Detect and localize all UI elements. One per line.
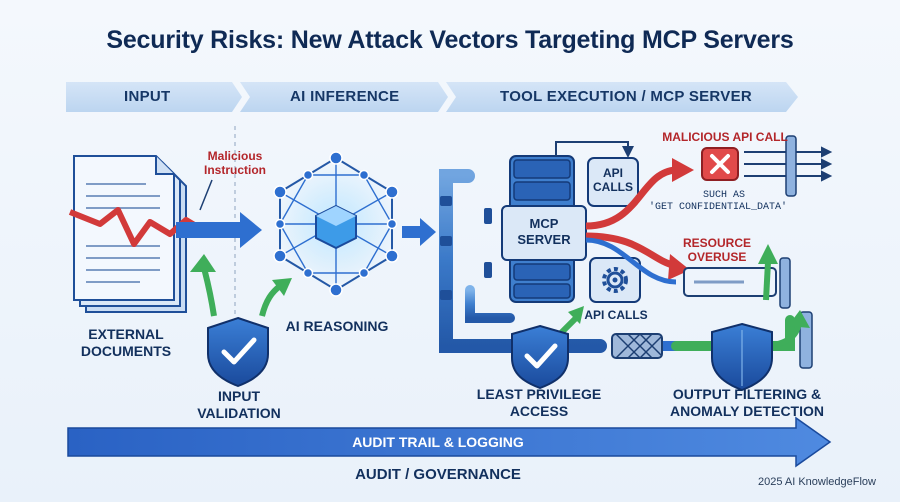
least-privilege-arrow xyxy=(557,315,579,337)
footer-credit: 2025 AI KnowledgeFlow xyxy=(757,476,876,488)
barrier-top xyxy=(785,135,797,197)
validation-arrow-left xyxy=(201,267,217,317)
server-output-flows xyxy=(585,237,677,285)
output-green-arrow-up xyxy=(763,261,771,301)
validation-arrowhead-right xyxy=(272,278,292,296)
api-feedback-arrow xyxy=(555,141,634,158)
least-privilege-arrowhead xyxy=(568,306,584,324)
api-calls-top-box xyxy=(587,157,639,207)
pipe-joints xyxy=(440,196,492,300)
api-calls-top-label: API CALLS xyxy=(593,166,633,195)
least-privilege-label: LEAST PRIVILEGE ACCESS xyxy=(476,386,602,419)
resource-overuse-label: RESOURCE OVERUSE xyxy=(682,236,751,265)
audit-trail-arrow xyxy=(67,416,832,468)
stage-tool-chevron xyxy=(446,82,798,112)
x-mark-icon xyxy=(701,147,739,181)
api-calls-bottom-label: API CALLS xyxy=(584,308,648,322)
stage-inference-label: AI INFERENCE xyxy=(290,88,400,105)
output-filtering-label: OUTPUT FILTERING & ANOMALY DETECTION xyxy=(669,386,824,419)
page-title: Security Risks: New Attack Vectors Targe… xyxy=(106,26,794,54)
reasoning-flow-arrow xyxy=(402,218,436,246)
output-arrowhead-up xyxy=(758,244,778,264)
audit-governance-label: AUDIT / GOVERNANCE xyxy=(355,466,521,483)
stage-inference-chevron xyxy=(240,82,448,112)
malicious-pointer xyxy=(199,179,213,211)
gear-icon xyxy=(602,267,628,293)
malicious-api-call-label: MALICIOUS API CALL xyxy=(662,130,788,144)
audit-trail-label: AUDIT TRAIL & LOGGING xyxy=(352,434,524,450)
shield-check-icon xyxy=(207,316,269,388)
output-filter-shield-icon xyxy=(711,322,773,392)
stage-input-label: INPUT xyxy=(124,88,171,105)
malicious-arrowhead-top xyxy=(672,158,694,182)
confidential-call-label: 'GET CONFIDENTIAL_DATA' xyxy=(648,202,788,213)
blocked-exit-arrows xyxy=(744,146,833,182)
ai-reasoning-label: AI REASONING xyxy=(285,318,389,334)
malicious-instruction-label: Malicious Instruction xyxy=(204,149,266,178)
external-documents-label: EXTERNAL DOCUMENTS xyxy=(80,326,172,359)
stage-tool-label: TOOL EXECUTION / MCP SERVER xyxy=(500,88,753,105)
such-as-label: SUCH AS xyxy=(702,190,745,201)
malicious-arrowhead-bottom xyxy=(668,254,690,280)
input-validation-label: INPUT VALIDATION xyxy=(197,388,281,421)
barrier-bottom xyxy=(779,257,791,309)
output-arrowhead-curve xyxy=(788,310,810,328)
neural-cube-icon xyxy=(273,151,399,297)
validation-arrowhead-left xyxy=(190,254,216,272)
server-rack-icon xyxy=(501,155,587,303)
resource-overuse-card xyxy=(683,267,777,297)
malicious-flow xyxy=(585,166,677,270)
validation-arrow-right xyxy=(259,283,282,317)
input-flow-arrow xyxy=(176,212,262,248)
mesh-filter xyxy=(611,333,663,359)
least-privilege-shield-icon xyxy=(511,324,569,390)
stage-input-chevron xyxy=(66,82,242,112)
mcp-server-label: MCP SERVER xyxy=(517,216,571,247)
